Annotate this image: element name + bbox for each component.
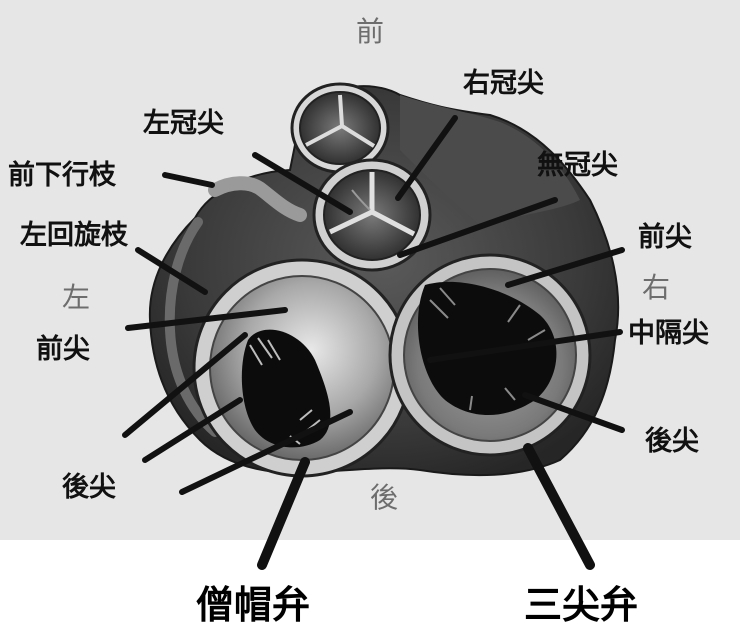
tricuspid-valve-label: 三尖弁 [524, 586, 638, 624]
right-coronary-cusp-label: 右冠尖 [463, 70, 544, 97]
mitral-posterior-leaflet-label: 後尖 [62, 474, 116, 501]
left-circumflex-branch-label: 左回旋枝 [20, 222, 128, 249]
tricuspid-valve [390, 255, 590, 455]
mitral-valve-label: 僧帽弁 [196, 586, 310, 624]
posterior-label: 後 [370, 484, 398, 512]
left-coronary-cusp-label: 左冠尖 [143, 110, 224, 137]
septal-leaflet-label: 中隔尖 [628, 320, 709, 347]
tricuspid-posterior-leaflet-label: 後尖 [645, 428, 699, 455]
mitral-anterior-leaflet-label: 前尖 [36, 336, 90, 363]
tricuspid-anterior-leaflet-label: 前尖 [638, 224, 692, 251]
non-coronary-cusp-label: 無冠尖 [537, 152, 618, 179]
anterior-descending-branch-label: 前下行枝 [8, 162, 116, 189]
left-side-label: 左 [62, 284, 90, 312]
anterior-label: 前 [356, 18, 384, 46]
mitral-valve [194, 260, 410, 476]
right-side-label: 右 [642, 274, 670, 302]
